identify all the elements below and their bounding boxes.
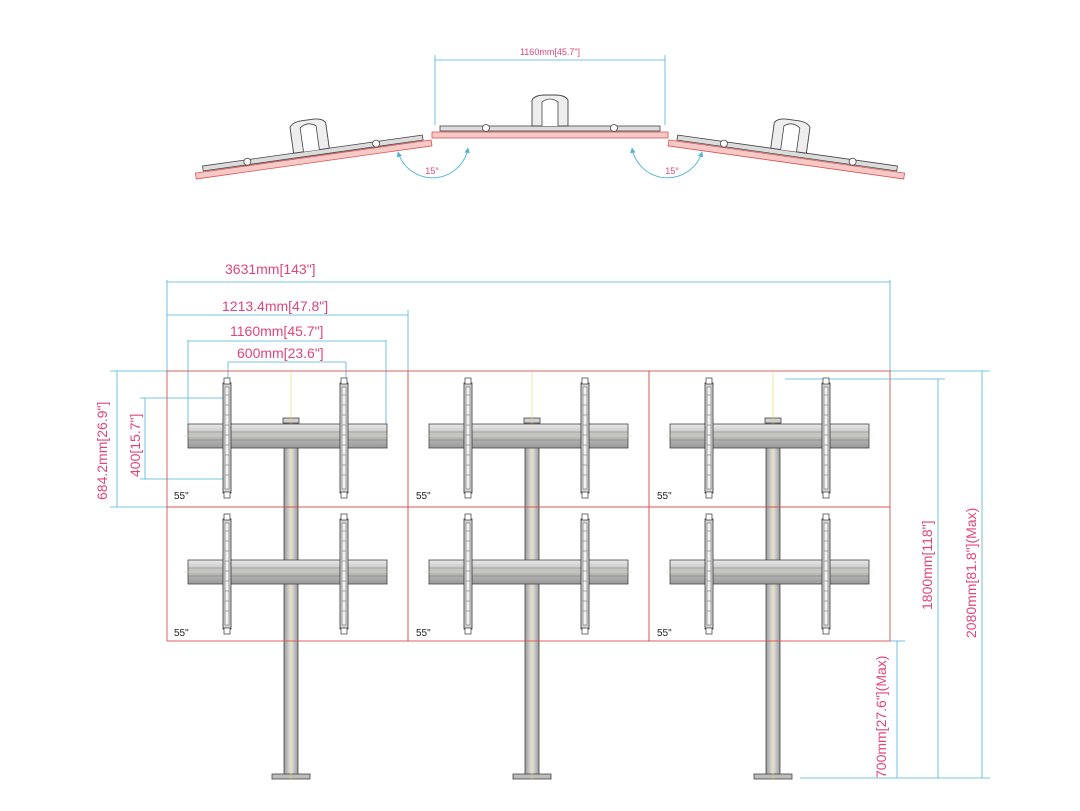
top-view: 1160mm[45.7"] 15° 1 <box>194 47 906 180</box>
top-clamp-center-right <box>610 124 618 132</box>
panel-height-label: 684.2mm[26.9"] <box>94 402 110 500</box>
screen-size-label-4: 55" <box>174 628 189 639</box>
vesa-hook-bottom-1-1 <box>223 491 231 499</box>
vesa-height-label: 400[15.7"] <box>127 414 143 477</box>
angle-left-label: 15° <box>425 166 439 176</box>
vesa-width-label: 600mm[23.6"] <box>237 345 324 361</box>
panel-width-label: 1213.4mm[47.8"] <box>222 298 328 314</box>
vesa-hook-bottom-5-1 <box>464 627 472 635</box>
vesa-hook-bottom-4-2 <box>340 627 348 635</box>
vesa-hook-bottom-3-1 <box>705 491 713 499</box>
vesa-hook-top-3-1 <box>705 377 713 385</box>
mount-width-label: 1160mm[45.7"] <box>230 323 323 339</box>
top-clamp-center-left <box>482 124 490 132</box>
screen-size-label-2: 55" <box>416 491 431 502</box>
mount-assemblies <box>184 377 873 635</box>
vesa-hook-top-1-1 <box>223 377 231 385</box>
vesa-hook-top-6-2 <box>822 513 830 521</box>
vesa-hook-bottom-1-2 <box>340 491 348 499</box>
top-panel-center <box>431 131 669 139</box>
vesa-hook-bottom-2-2 <box>581 491 589 499</box>
vesa-hook-bottom-4-1 <box>223 627 231 635</box>
front-view: 3631mm[143"] 1213.4mm[47.8"] 1160mm[45.7… <box>94 261 990 780</box>
vesa-hook-top-4-2 <box>340 513 348 521</box>
vesa-bracket-inner-1-2 <box>341 386 347 490</box>
vesa-hook-top-3-2 <box>822 377 830 385</box>
vesa-bracket-inner-4-2 <box>341 522 347 626</box>
vesa-bracket-inner-2-2 <box>582 386 588 490</box>
top-width-label: 1160mm[45.7"] <box>520 47 580 57</box>
vesa-hook-top-5-2 <box>581 513 589 521</box>
angle-right-label: 15° <box>665 166 679 176</box>
vesa-bracket-inner-2-1 <box>465 386 471 490</box>
vesa-hook-top-1-2 <box>340 377 348 385</box>
vesa-hook-bottom-5-2 <box>581 627 589 635</box>
top-panel-left <box>194 139 433 180</box>
max-height-label: 2080mm[81.8"](Max) <box>963 508 979 638</box>
screen-6 <box>648 506 891 642</box>
vesa-bracket-inner-4-1 <box>224 522 230 626</box>
vesa-hook-bottom-3-2 <box>822 491 830 499</box>
vesa-bracket-inner-1-1 <box>224 386 230 490</box>
vesa-hook-bottom-6-2 <box>822 627 830 635</box>
vesa-hook-bottom-2-1 <box>464 491 472 499</box>
vesa-hook-top-6-1 <box>705 513 713 521</box>
top-bar-center <box>439 125 661 132</box>
clearance-label: 700mm[27.6"](Max) <box>873 656 889 778</box>
screen-size-label-5: 55" <box>416 628 431 639</box>
stand-poles <box>271 372 793 780</box>
screen-size-label-6: 55" <box>657 628 672 639</box>
total-width-label: 3631mm[143"] <box>225 261 316 277</box>
vesa-hook-top-5-1 <box>464 513 472 521</box>
screen-size-label-1: 55" <box>174 491 189 502</box>
vesa-bracket-inner-6-2 <box>823 522 829 626</box>
vesa-hook-top-2-1 <box>464 377 472 385</box>
angle-arc-right <box>630 147 704 179</box>
vesa-bracket-inner-5-2 <box>582 522 588 626</box>
vesa-bracket-inner-5-1 <box>465 522 471 626</box>
overall-height-label: 1800mm[118"] <box>919 520 935 610</box>
vesa-hook-bottom-6-1 <box>705 627 713 635</box>
top-panel-right <box>667 139 906 180</box>
screen-size-label-3: 55" <box>657 491 672 502</box>
vesa-hook-top-4-1 <box>223 513 231 521</box>
vesa-bracket-inner-3-1 <box>706 386 712 490</box>
vesa-bracket-inner-6-1 <box>706 522 712 626</box>
screen-grid <box>166 370 891 642</box>
angle-arc-left <box>396 147 470 179</box>
vesa-hook-top-2-2 <box>581 377 589 385</box>
vesa-bracket-inner-3-2 <box>823 386 829 490</box>
